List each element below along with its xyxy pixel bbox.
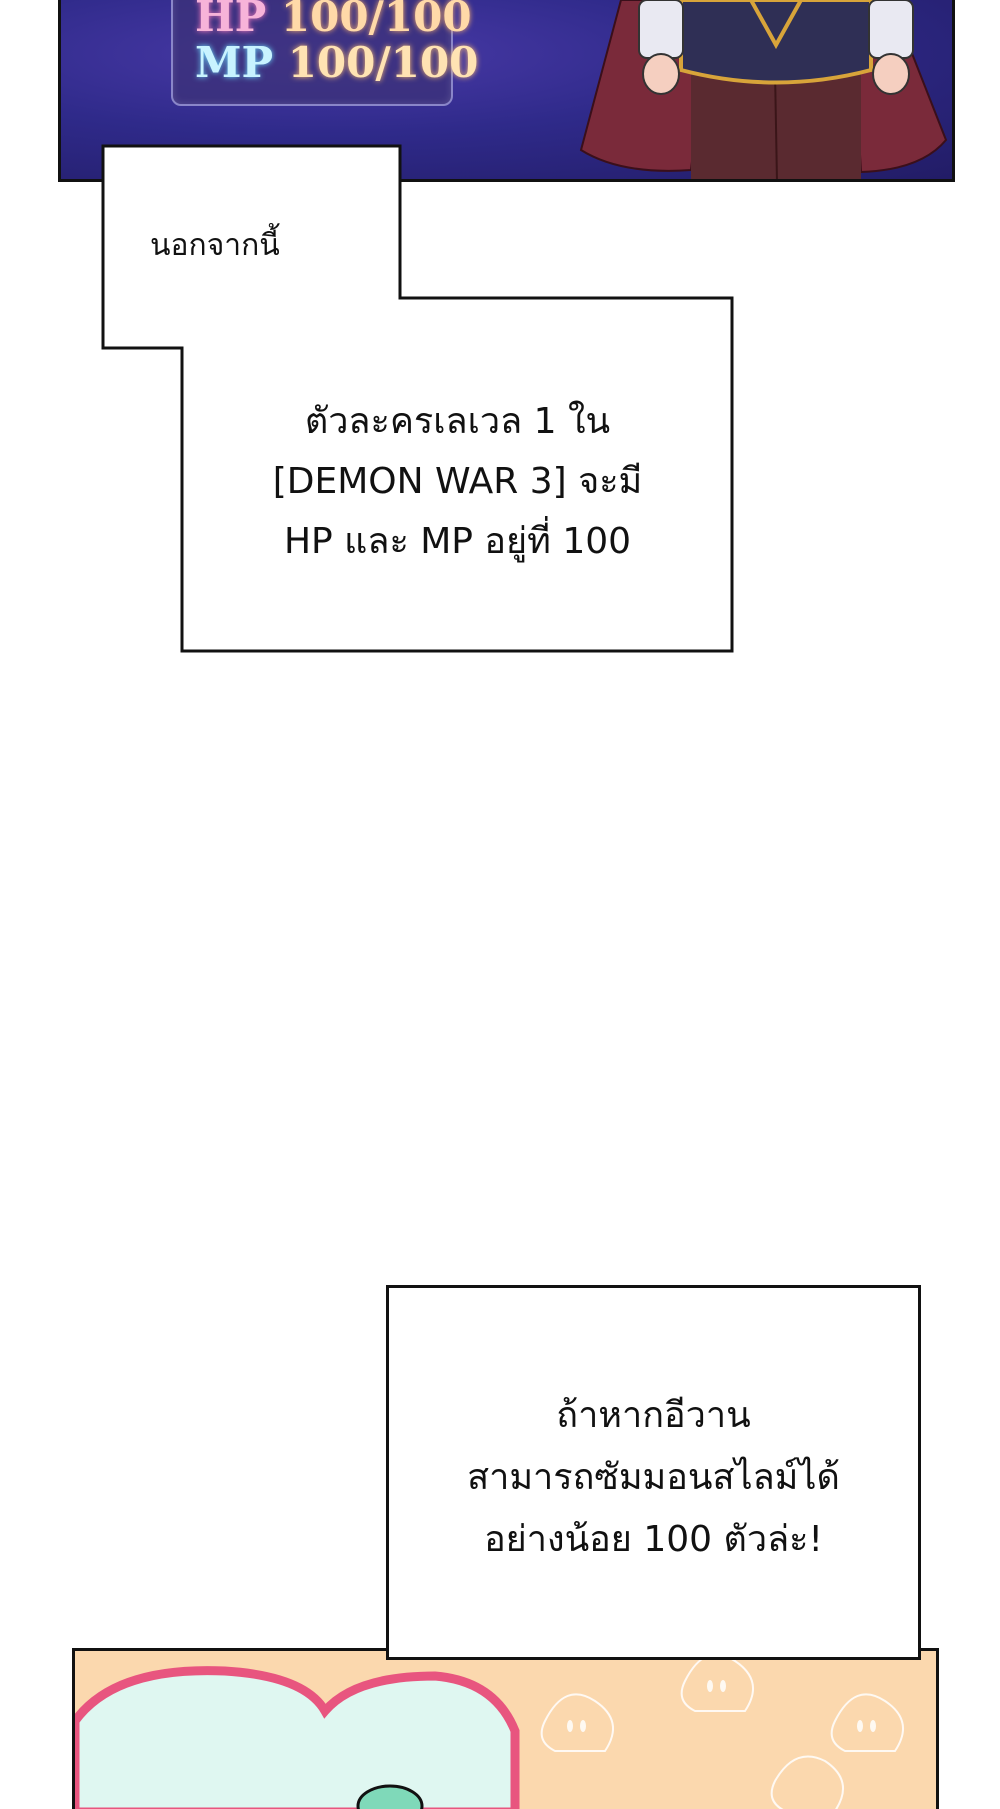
comic-panel-stats: HP 100/100 MP 100/100 bbox=[58, 0, 955, 182]
caption-line: HP และ MP อยู่ที่ 100 bbox=[283, 521, 632, 562]
caption-line: [DEMON WAR 3] จะมี bbox=[272, 461, 643, 502]
caption-line: ถ้าหากอีวาน bbox=[556, 1395, 751, 1436]
stat-window: HP 100/100 MP 100/100 bbox=[171, 0, 478, 106]
mp-value: 100/100 bbox=[287, 38, 479, 87]
caption-box-2 bbox=[386, 1285, 921, 1660]
character-illustration bbox=[579, 0, 948, 179]
hp-stat: HP 100/100 bbox=[195, 0, 472, 41]
caption-main-text: ตัวละครเลเวล 1 ใน [DEMON WAR 3] จะมี HP … bbox=[185, 392, 730, 572]
slime-pattern bbox=[75, 1653, 904, 1809]
caption-2-text: ถ้าหากอีวาน สามารถซัมมอนสไลม์ได้ อย่างน้… bbox=[390, 1385, 917, 1571]
caption-line: ตัวละครเลเวล 1 ใน bbox=[304, 401, 611, 442]
hp-value: 100/100 bbox=[280, 0, 472, 41]
caption-line: สามารถซัมมอนสไลม์ได้ bbox=[467, 1457, 840, 1498]
caption-box-shape bbox=[101, 144, 734, 653]
mp-stat: MP 100/100 bbox=[195, 38, 478, 87]
caption-line: อย่างน้อย 100 ตัวล่ะ! bbox=[484, 1519, 823, 1560]
comic-panel-slimes bbox=[72, 1648, 939, 1809]
caption-small-text: นอกจากนี้ bbox=[150, 228, 280, 263]
hp-label: HP bbox=[195, 0, 267, 41]
mp-label: MP bbox=[195, 38, 274, 87]
